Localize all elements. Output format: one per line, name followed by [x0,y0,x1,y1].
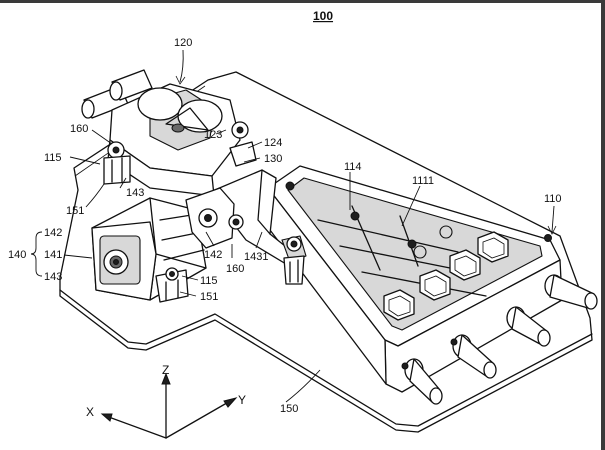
label-120: 120 [174,37,192,49]
label-1111: 1111 [412,175,434,187]
label-110: 110 [544,193,562,205]
label-141: 141 [44,249,62,261]
label-123: 123 [204,129,222,141]
label-114: 114 [344,161,362,173]
motor-block [91,187,244,303]
label-160-lower: 160 [226,263,244,275]
label-150: 150 [280,403,298,415]
label-140: 140 [8,249,26,261]
label-1431: 1431 [244,251,268,263]
axis-x-label: X [86,405,94,419]
group-brace-140 [30,231,43,277]
outlet-tubes [401,274,598,405]
label-143: 143 [126,187,144,199]
label-124: 124 [264,137,282,149]
label-151: 151 [66,205,84,217]
reference-labels: 120 160 123 124 130 115 143 151 114 1111… [8,37,562,415]
figure-number: 100 [313,9,333,23]
label-143-lower: 143 [44,271,62,283]
leader-lines [63,49,557,403]
axis-y-label: Y [238,393,246,407]
axis-z-label: Z [162,363,169,377]
label-142: 142 [44,227,62,239]
valve-assembly [81,69,257,197]
label-160: 160 [70,123,88,135]
coordinate-axes: Z X Y [86,363,246,439]
label-151-lower: 151 [200,291,218,303]
bracket [209,169,307,285]
label-142-lower: 142 [204,249,222,261]
label-115: 115 [44,152,62,164]
label-130: 130 [264,153,282,165]
label-115-lower: 115 [200,275,218,287]
